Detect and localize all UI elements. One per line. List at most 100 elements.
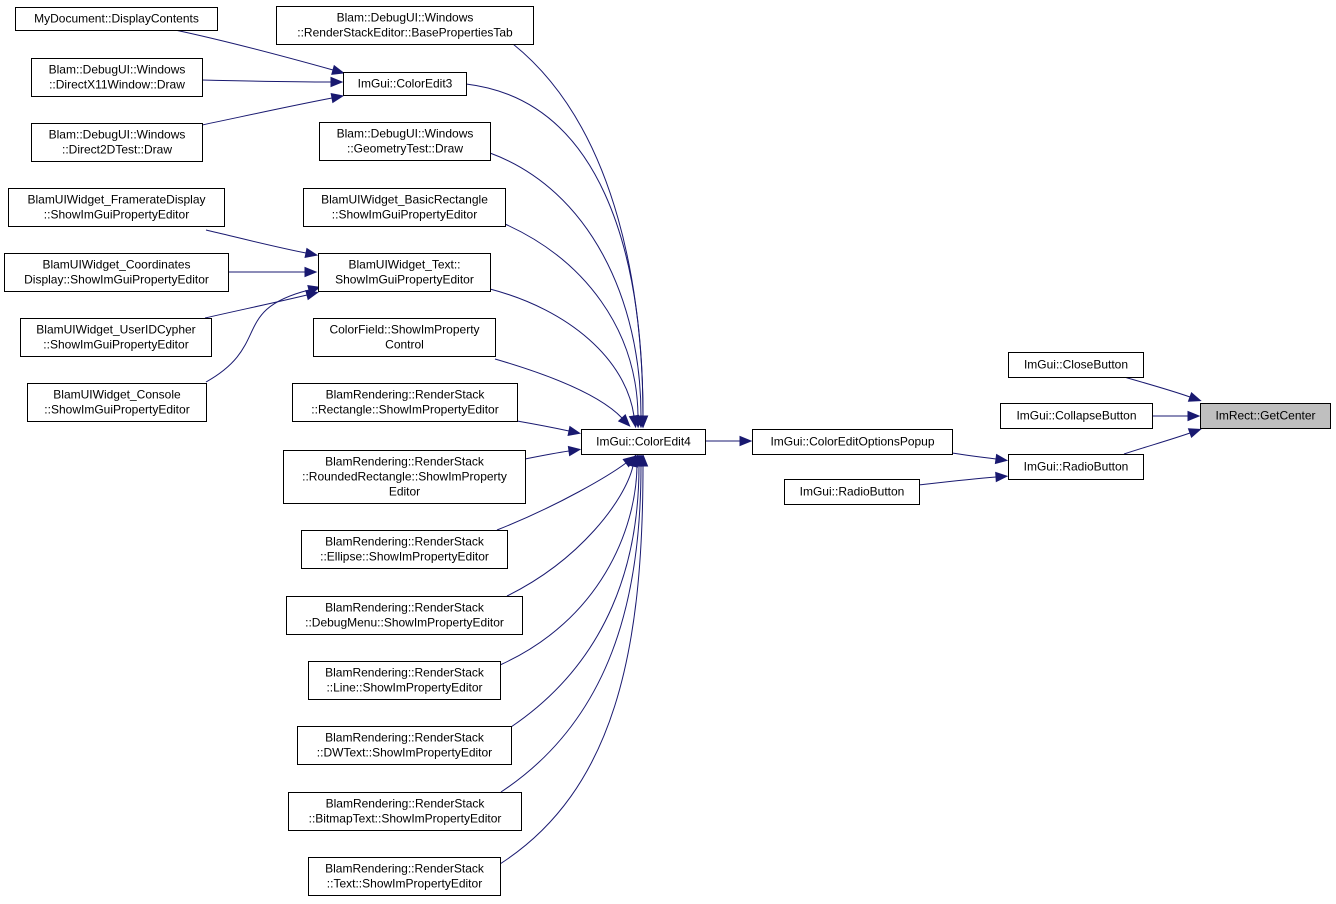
node-label: BlamUIWidget_Text:: xyxy=(348,258,460,272)
node-box xyxy=(1008,454,1144,480)
node-label: ::ShowImGuiPropertyEditor xyxy=(44,208,189,222)
node-box xyxy=(276,6,534,45)
node-geometry-draw[interactable]: Blam::DebugUI::Windows::GeometryTest::Dr… xyxy=(319,122,491,161)
node-renderstack-base[interactable]: Blam::DebugUI::Windows::RenderStackEdito… xyxy=(276,6,534,45)
node-coloredit3[interactable]: ImGui::ColorEdit3 xyxy=(343,72,467,96)
node-label: Blam::DebugUI::Windows xyxy=(49,128,186,142)
node-box xyxy=(318,253,491,292)
arrowhead-icon xyxy=(567,445,582,457)
nodes-layer: MyDocument::DisplayContentsBlam::DebugUI… xyxy=(4,6,1331,896)
edge-line xyxy=(504,223,639,417)
edge-line xyxy=(1123,376,1191,398)
edge-line xyxy=(174,29,334,71)
node-coloredit-popup[interactable]: ImGui::ColorEditOptionsPopup xyxy=(752,429,953,455)
node-label: ImGui::RadioButton xyxy=(800,485,905,499)
node-userid[interactable]: BlamUIWidget_UserIDCypher::ShowImGuiProp… xyxy=(20,318,212,357)
node-box xyxy=(319,122,491,161)
edge-console-to-text_widget xyxy=(205,284,321,383)
node-label: BlamUIWidget_Coordinates xyxy=(42,258,190,272)
node-label: ::Direct2DTest::Draw xyxy=(62,143,172,157)
node-label: BlamRendering::RenderStack xyxy=(325,666,485,680)
node-box xyxy=(27,383,207,422)
node-radiobutton-b[interactable]: ImGui::RadioButton xyxy=(1008,454,1144,480)
node-label: BlamRendering::RenderStack xyxy=(325,601,485,615)
node-label: ColorField::ShowImProperty xyxy=(329,323,479,337)
node-mydoc-display[interactable]: MyDocument::DisplayContents xyxy=(15,7,218,31)
edge-renderstack_base-to-coloredit4 xyxy=(512,43,649,429)
edge-line xyxy=(496,462,627,531)
edge-line xyxy=(516,420,570,432)
arrowhead-icon xyxy=(628,414,640,429)
edge-dx11_draw-to-coloredit3 xyxy=(201,76,344,88)
edge-userid-to-text_widget xyxy=(204,289,319,319)
arrowhead-icon xyxy=(617,414,631,427)
edge-line xyxy=(510,465,640,728)
node-label: ImGui::ColorEdit4 xyxy=(596,435,691,449)
node-rs-line[interactable]: BlamRendering::RenderStack::Line::ShowIm… xyxy=(308,661,501,700)
arrowhead-icon xyxy=(637,453,649,467)
node-box xyxy=(4,253,229,292)
node-rs-rounded[interactable]: BlamRendering::RenderStack::RoundedRecta… xyxy=(283,450,526,504)
node-label: ::Ellipse::ShowImPropertyEditor xyxy=(320,550,489,564)
arrowhead-icon xyxy=(739,435,753,447)
node-label: ::GeometryTest::Draw xyxy=(347,142,463,156)
node-label: ::ShowImGuiPropertyEditor xyxy=(43,338,188,352)
node-box xyxy=(301,530,508,569)
arrowhead-icon xyxy=(994,453,1009,465)
node-basic-rect[interactable]: BlamUIWidget_BasicRectangle::ShowImGuiPr… xyxy=(303,188,506,227)
node-label: BlamRendering::RenderStack xyxy=(325,862,485,876)
node-label: Blam::DebugUI::Windows xyxy=(337,11,474,25)
edge-basic_rect-to-coloredit4 xyxy=(504,223,644,429)
node-label: Control xyxy=(385,338,424,352)
edge-line xyxy=(524,450,570,460)
edge-line xyxy=(205,229,307,254)
node-rs-text[interactable]: BlamRendering::RenderStack::Text::ShowIm… xyxy=(308,857,501,896)
node-label: ::DirectX11Window::Draw xyxy=(49,78,185,92)
node-label: ::DWText::ShowImPropertyEditor xyxy=(317,746,492,760)
arrowhead-icon xyxy=(330,76,344,88)
node-getcenter[interactable]: ImRect::GetCenter xyxy=(1200,403,1331,429)
node-rs-ellipse[interactable]: BlamRendering::RenderStack::Ellipse::Sho… xyxy=(301,530,508,569)
edge-coloredit4-to-coloredit_popup xyxy=(705,435,753,447)
node-console[interactable]: BlamUIWidget_Console::ShowImGuiPropertyE… xyxy=(27,383,207,422)
node-radiobutton-a[interactable]: ImGui::RadioButton xyxy=(784,479,920,505)
node-text-widget[interactable]: BlamUIWidget_Text::ShowImGuiPropertyEdit… xyxy=(318,253,491,292)
node-label: ImGui::CollapseButton xyxy=(1016,409,1136,423)
node-coloredit4[interactable]: ImGui::ColorEdit4 xyxy=(581,429,706,455)
node-coords[interactable]: BlamUIWidget_CoordinatesDisplay::ShowImG… xyxy=(4,253,229,292)
node-collapsebutton[interactable]: ImGui::CollapseButton xyxy=(1000,403,1153,429)
node-label: ::BitmapText::ShowImPropertyEditor xyxy=(309,812,502,826)
node-dx11-draw[interactable]: Blam::DebugUI::Windows::DirectX11Window:… xyxy=(31,58,203,97)
node-rs-dwtext[interactable]: BlamRendering::RenderStack::DWText::Show… xyxy=(297,726,512,765)
node-box xyxy=(303,188,506,227)
node-box xyxy=(292,383,518,422)
node-rs-debugmenu[interactable]: BlamRendering::RenderStack::DebugMenu::S… xyxy=(286,596,523,635)
node-label: BlamRendering::RenderStack xyxy=(326,797,486,811)
edge-line xyxy=(512,43,644,417)
node-label: ::Line::ShowImPropertyEditor xyxy=(326,681,482,695)
node-framerate[interactable]: BlamUIWidget_FramerateDisplay::ShowImGui… xyxy=(8,188,225,227)
edge-line xyxy=(201,79,332,83)
node-closebutton[interactable]: ImGui::CloseButton xyxy=(1008,352,1144,378)
edge-line xyxy=(205,289,310,383)
node-box xyxy=(1000,403,1153,429)
edge-collapsebutton-to-getcenter xyxy=(1151,410,1201,422)
node-box xyxy=(297,726,512,765)
node-label: ::RoundedRectangle::ShowImProperty xyxy=(302,470,507,484)
node-d2d-draw[interactable]: Blam::DebugUI::Windows::Direct2DTest::Dr… xyxy=(31,123,203,162)
node-rs-rect[interactable]: BlamRendering::RenderStack::Rectangle::S… xyxy=(292,383,518,422)
node-label: Blam::DebugUI::Windows xyxy=(337,127,474,141)
node-rs-bitmaptext[interactable]: BlamRendering::RenderStack::BitmapText::… xyxy=(288,792,522,831)
arrowhead-icon xyxy=(304,266,318,278)
edge-line xyxy=(951,452,997,460)
edges-layer xyxy=(174,29,1202,865)
arrowhead-icon xyxy=(304,247,319,259)
node-label: BlamUIWidget_BasicRectangle xyxy=(321,193,488,207)
edge-colorfield-to-coloredit4 xyxy=(494,358,631,427)
node-label: ::Rectangle::ShowImPropertyEditor xyxy=(311,403,498,417)
node-box xyxy=(343,72,467,96)
edge-line xyxy=(918,476,997,486)
arrowhead-icon xyxy=(1187,428,1202,439)
